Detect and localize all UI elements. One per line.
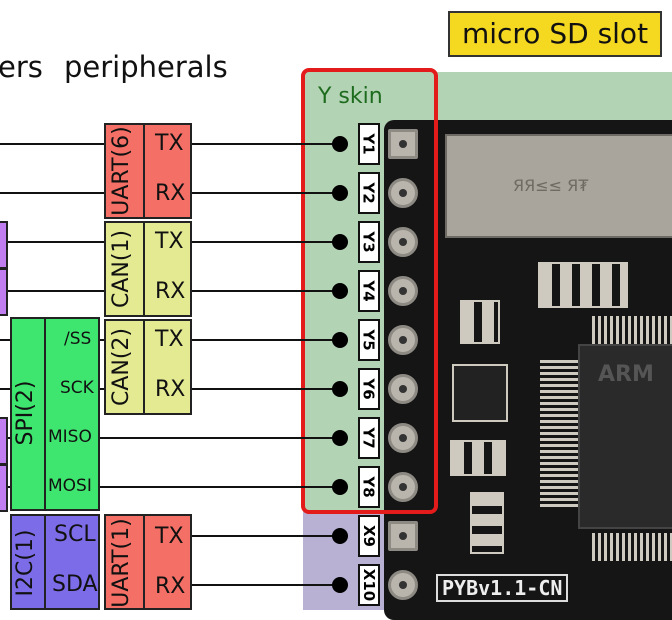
spi2-sck: SCK <box>60 378 94 398</box>
uart1-box <box>104 514 192 610</box>
can1-label: CAN(1) <box>109 229 134 309</box>
regulator-chip <box>452 364 508 422</box>
spi2-box <box>10 317 100 511</box>
pin-line-y8 <box>0 486 342 488</box>
chip-pins-left <box>540 360 578 510</box>
pin-label-text: Y7 <box>360 427 378 449</box>
pin-label-text: Y2 <box>360 182 378 204</box>
pin-dot-y1 <box>332 136 348 152</box>
y-skin-label: Y skin <box>318 84 383 109</box>
sd-slot-label: micro SD slot <box>448 11 662 57</box>
pin-pad-y7 <box>388 423 418 453</box>
can1-divider <box>143 221 145 317</box>
uart6-divider <box>143 123 145 219</box>
pin-label-y5: Y5 <box>358 319 380 361</box>
pin-pad-y2 <box>388 178 418 208</box>
left-stub-4 <box>0 464 8 512</box>
pin-dot-y6 <box>332 381 348 397</box>
uart1-tx: TX <box>155 524 184 549</box>
pin-dot-y4 <box>332 283 348 299</box>
chip-pins-top <box>592 316 672 344</box>
can2-label: CAN(2) <box>109 327 134 407</box>
pin-pad-x9 <box>388 521 418 551</box>
i2c1-label: I2C(1) <box>13 529 38 597</box>
pin-pad-y4 <box>388 276 418 306</box>
pin-label-y1: Y1 <box>358 123 380 165</box>
can2-divider <box>143 319 145 415</box>
chip-label: ARM <box>598 362 654 387</box>
pin-label-text: Y4 <box>360 280 378 302</box>
left-stub-3 <box>0 417 8 465</box>
pin-pad-y6 <box>388 374 418 404</box>
pin-pad-y1 <box>388 129 418 159</box>
pin-label-text: Y5 <box>360 329 378 351</box>
pin-label-text: Y6 <box>360 378 378 400</box>
i2c1-box <box>10 514 100 610</box>
pin-label-text: X10 <box>360 568 379 602</box>
pin-dot-y2 <box>332 185 348 201</box>
pin-pad-y3 <box>388 227 418 257</box>
pin-label-y3: Y3 <box>358 221 380 263</box>
pin-label-x9: X9 <box>358 515 380 557</box>
pin-label-text: X9 <box>360 524 379 548</box>
pin-label-y7: Y7 <box>358 417 380 459</box>
chip-pins-bottom <box>592 533 672 561</box>
pin-pad-x10 <box>388 570 418 600</box>
left-stub-2 <box>0 268 8 316</box>
pin-dot-y7 <box>332 430 348 446</box>
pin-dot-x10 <box>332 577 348 593</box>
spi2-divider <box>44 317 46 511</box>
pin-dot-y3 <box>332 234 348 250</box>
pin-line-x9 <box>192 535 342 537</box>
can2-tx: TX <box>155 327 184 352</box>
heading-pins-partial: ers <box>0 50 43 84</box>
pin-label-y2: Y2 <box>358 172 380 214</box>
pin-line-y7 <box>0 437 342 439</box>
component-cluster-2 <box>460 300 500 344</box>
pin-pad-y8 <box>388 472 418 502</box>
pin-dot-y5 <box>332 332 348 348</box>
heading-peripherals: peripherals <box>64 50 228 84</box>
component-cluster <box>538 262 628 308</box>
pin-dot-y8 <box>332 479 348 495</box>
can1-tx: TX <box>155 229 184 254</box>
pin-label-text: Y1 <box>360 133 378 155</box>
left-stub-1 <box>0 221 8 269</box>
pin-label-text: Y8 <box>360 476 378 498</box>
spi2-label: SPI(2) <box>13 380 38 446</box>
spi2-ss: /SS <box>64 329 92 349</box>
can2-rx: RX <box>155 377 186 402</box>
uart6-rx: RX <box>155 181 186 206</box>
spi2-mosi: MOSI <box>48 476 92 496</box>
spi2-miso: MISO <box>48 427 92 447</box>
uart1-divider <box>143 514 145 610</box>
pin-label-text: Y3 <box>360 231 378 253</box>
i2c1-scl: SCL <box>54 522 96 547</box>
i2c1-divider <box>44 514 46 610</box>
i2c1-sda: SDA <box>52 572 98 597</box>
sd-card-text: ЯЯ≤≤ Я₮ <box>513 176 589 195</box>
pin-dot-x9 <box>332 528 348 544</box>
pin-label-x10: X10 <box>358 564 380 606</box>
uart6-box <box>104 123 192 219</box>
uart6-label: UART(6) <box>109 126 134 216</box>
pin-line-x10 <box>192 584 342 586</box>
sd-card-slot: ЯЯ≤≤ Я₮ <box>445 134 672 238</box>
pin-pad-y5 <box>388 325 418 355</box>
can1-rx: RX <box>155 279 186 304</box>
uart1-rx: RX <box>155 574 186 599</box>
pin-label-y8: Y8 <box>358 466 380 508</box>
can1-box <box>104 221 192 317</box>
board-label: PYBv1.1-CN <box>436 574 569 602</box>
pin-label-y4: Y4 <box>358 270 380 312</box>
uart6-tx: TX <box>155 131 184 156</box>
pin-label-y6: Y6 <box>358 368 380 410</box>
component-cluster-3 <box>450 440 506 476</box>
can2-box <box>104 319 192 415</box>
component-cluster-4 <box>470 492 504 554</box>
uart1-label: UART(1) <box>109 518 134 608</box>
mcu-chip: ARM <box>578 344 672 529</box>
